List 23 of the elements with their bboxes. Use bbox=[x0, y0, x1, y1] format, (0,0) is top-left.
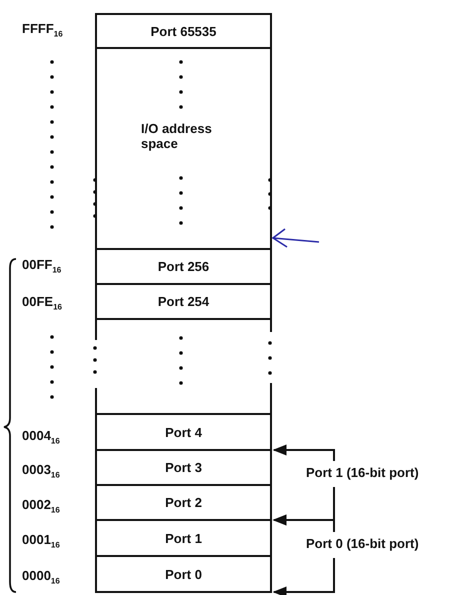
address-label: 0004$_{16}$ bbox=[22, 428, 60, 446]
port-pair-label: Port 1 (16-bit port) bbox=[306, 465, 456, 485]
port-cell: Port 3 bbox=[95, 449, 272, 486]
port-pair-label: Port 0 (16-bit port) bbox=[306, 536, 456, 556]
address-label: 0001$_{16}$ bbox=[22, 532, 60, 550]
port-cell: Port 254 bbox=[95, 283, 272, 320]
leader-arrow bbox=[272, 514, 335, 532]
leader-arrow bbox=[272, 558, 335, 595]
address-label: 0003$_{16}$ bbox=[22, 462, 60, 480]
pointer-arrow bbox=[272, 228, 320, 248]
address-label: 0002$_{16}$ bbox=[22, 497, 60, 515]
address-label: FFFF$_{16}$ bbox=[22, 21, 63, 39]
port-cell: Port 2 bbox=[95, 484, 272, 521]
port-cell: Port 0 bbox=[95, 555, 272, 593]
address-label: 0000$_{16}$ bbox=[22, 568, 60, 586]
address-label: 00FE$_{16}$ bbox=[22, 294, 62, 312]
port-cell: Port 256 bbox=[95, 248, 272, 285]
region-label: I/O address space bbox=[141, 121, 213, 151]
port-cell: Port 1 bbox=[95, 519, 272, 557]
port-cell: Port 4 bbox=[95, 413, 272, 451]
address-label: 00FF$_{16}$ bbox=[22, 257, 62, 275]
leader-arrow bbox=[272, 444, 335, 461]
port-cell: Port 65535 bbox=[95, 13, 272, 49]
